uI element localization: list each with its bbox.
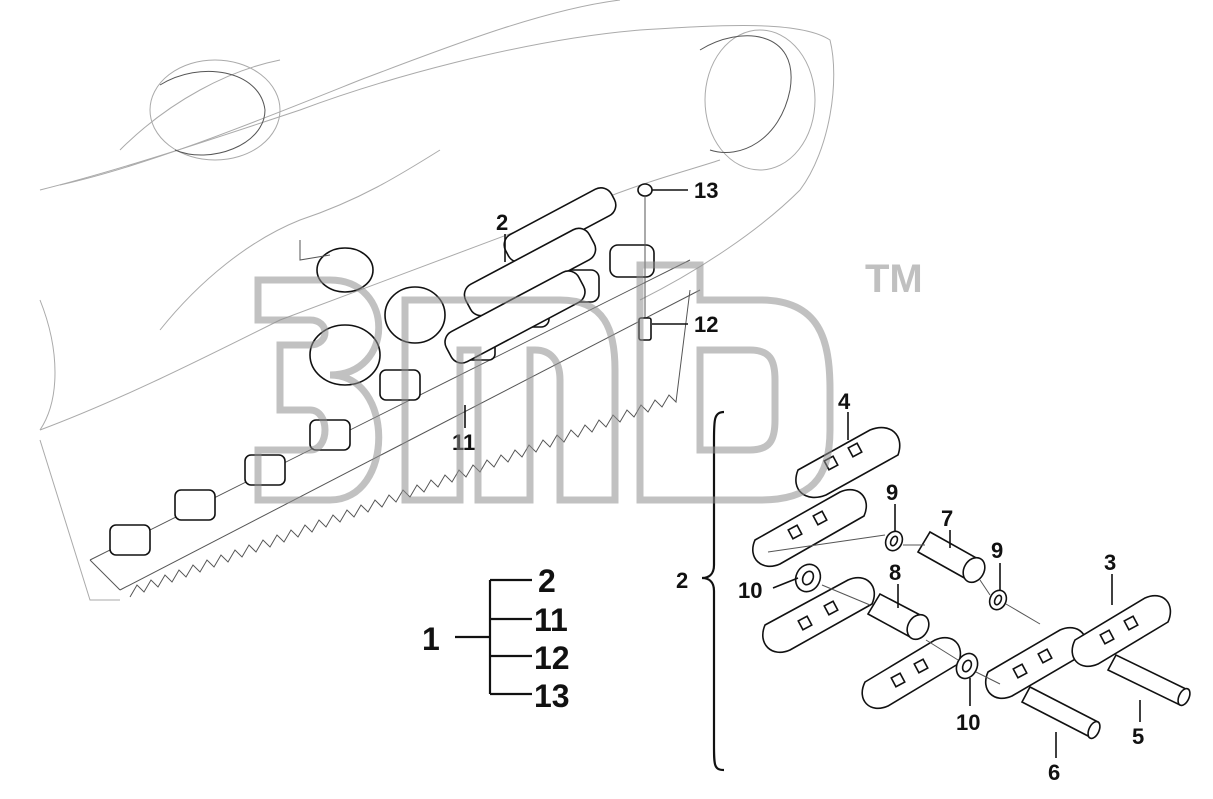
callout-11: 11 — [452, 430, 475, 455]
bom-child: 2 — [538, 563, 556, 599]
machine-background-outline — [39, 0, 835, 601]
callout-10a: 10 — [738, 578, 762, 603]
callout-2-brace: 2 — [676, 568, 688, 593]
callout-5: 5 — [1132, 724, 1144, 749]
track-link-3 — [1071, 595, 1172, 667]
nut-icon — [637, 183, 653, 197]
watermark-logo: TM — [254, 257, 923, 504]
callout-7: 7 — [941, 506, 953, 531]
trademark-mark: TM — [865, 257, 923, 301]
callout-10b: 10 — [956, 710, 980, 735]
bushing-8 — [866, 592, 930, 641]
bom-tree: 1 2 11 12 13 — [422, 563, 570, 714]
bom-root: 1 — [422, 621, 440, 657]
callout-9b: 9 — [991, 538, 1003, 563]
callout-8: 8 — [889, 560, 901, 585]
callout-4: 4 — [838, 389, 851, 414]
callout-2-top: 2 — [496, 210, 508, 235]
track-link-upper — [752, 489, 867, 567]
assembly-brace — [701, 410, 725, 772]
leader-lines — [464, 234, 1141, 758]
bom-child: 11 — [534, 602, 568, 638]
track-link-lower — [762, 577, 875, 653]
pin-6 — [1020, 685, 1101, 740]
track-link-middle — [861, 637, 962, 709]
bom-child: 13 — [534, 678, 570, 714]
callout-12: 12 — [694, 312, 718, 337]
callout-6: 6 — [1048, 760, 1060, 785]
bom-child: 12 — [534, 640, 570, 676]
track-chain-assembly — [89, 187, 701, 598]
exploded-link-parts — [752, 426, 1191, 740]
callout-9a: 9 — [886, 480, 898, 505]
track-link-right-a — [985, 627, 1087, 699]
callout-13: 13 — [694, 178, 718, 203]
callout-3: 3 — [1104, 550, 1116, 575]
bushing-7 — [916, 530, 986, 584]
pin-5 — [1106, 653, 1191, 707]
bom-tree-lines — [455, 578, 532, 696]
